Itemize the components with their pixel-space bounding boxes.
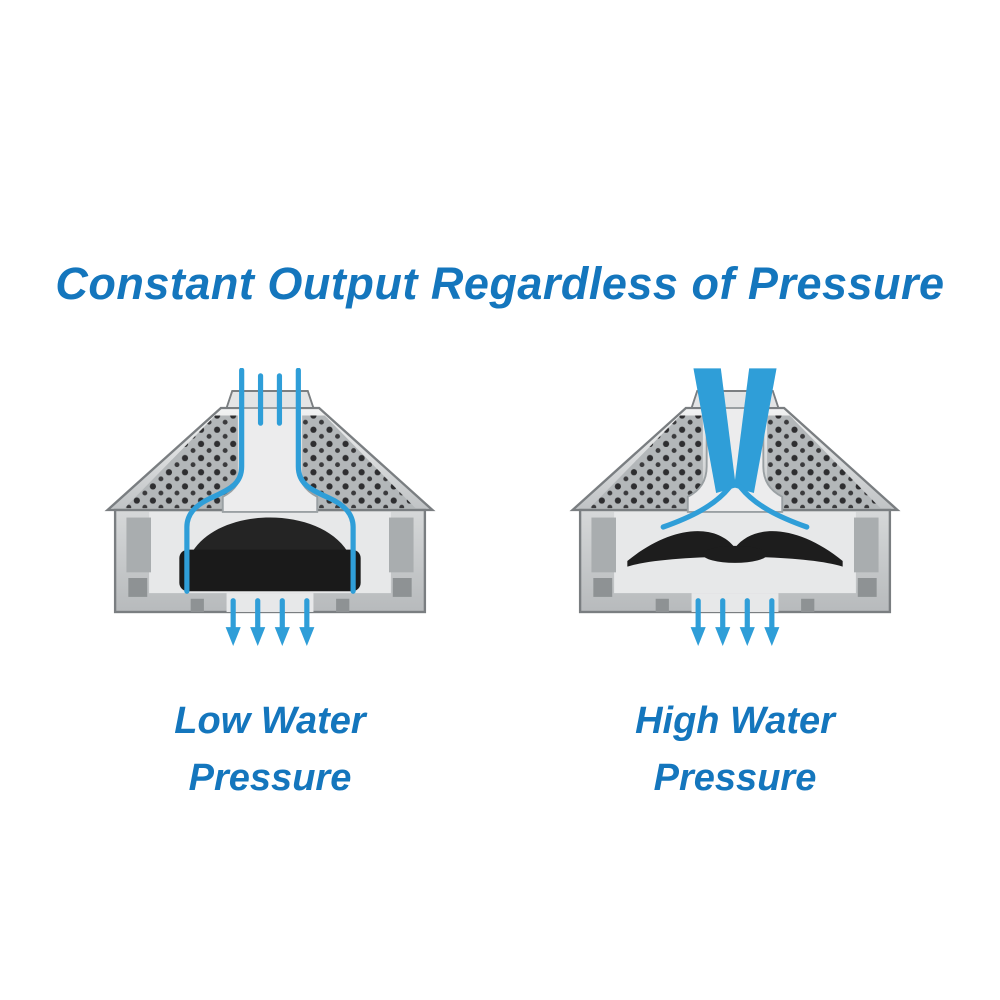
outlet-arrows: [690, 598, 780, 646]
water-flow-high: [660, 368, 810, 530]
labyrinth-coils: [124, 415, 416, 509]
low-pressure-label: Low Water Pressure: [100, 693, 440, 807]
low-pressure-label-line2: Pressure: [188, 757, 352, 799]
relaxed-diaphragm: [179, 517, 361, 592]
high-pressure-label-line1: High Water: [635, 700, 835, 742]
diaphragm-seat: [702, 545, 768, 563]
outlet-arrows: [225, 598, 315, 646]
labyrinth-coils: [589, 415, 881, 509]
page-title: Constant Output Regardless of Pressure: [55, 258, 945, 309]
low-pressure-diagram: [104, 368, 436, 646]
high-pressure-diagram: [569, 368, 901, 646]
outlet-opening: [226, 593, 314, 612]
low-pressure-label-line1: Low Water: [174, 700, 366, 742]
high-pressure-label: High Water Pressure: [565, 693, 905, 807]
outlet-opening: [691, 593, 779, 612]
high-pressure-label-line2: Pressure: [653, 757, 817, 799]
water-flow-low: [184, 368, 356, 594]
